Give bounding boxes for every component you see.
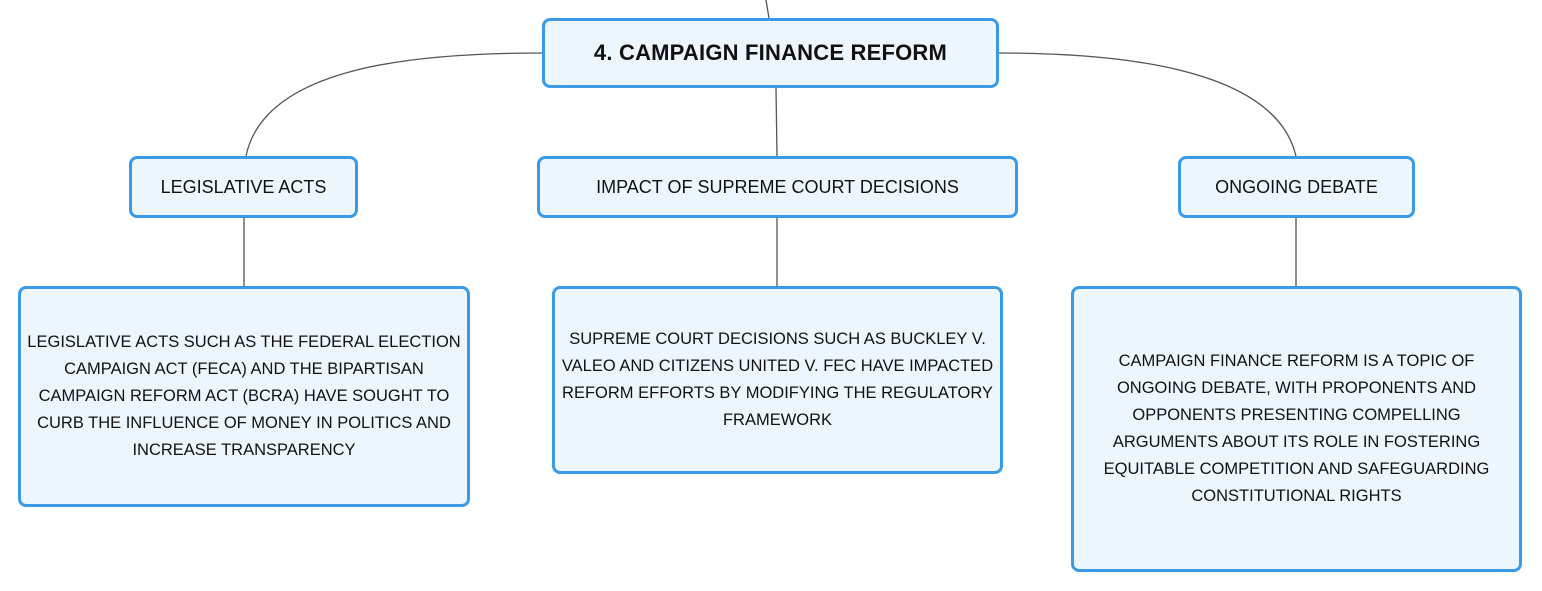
branch-node-supreme-court-decisions[interactable]: IMPACT OF SUPREME COURT DECISIONS — [537, 156, 1018, 218]
connector-parent-to-root — [765, 0, 770, 19]
branch-node-label: IMPACT OF SUPREME COURT DECISIONS — [596, 176, 959, 197]
connector-root-to-legislative-acts — [245, 52, 543, 157]
branch-node-label: ONGOING DEBATE — [1215, 176, 1378, 197]
detail-node-supreme-court-decisions[interactable]: SUPREME COURT DECISIONS SUCH AS BUCKLEY … — [552, 286, 1003, 474]
branch-node-legislative-acts[interactable]: LEGISLATIVE ACTS — [129, 156, 358, 218]
branch-node-label: LEGISLATIVE ACTS — [160, 176, 327, 197]
root-node-campaign-finance-reform[interactable]: 4. CAMPAIGN FINANCE REFORM — [542, 18, 999, 88]
root-node-title: 4. CAMPAIGN FINANCE REFORM — [593, 40, 948, 65]
connector-root-to-supreme-court — [775, 87, 778, 157]
detail-node-text: SUPREME COURT DECISIONS SUCH AS BUCKLEY … — [561, 330, 994, 429]
branch-node-ongoing-debate[interactable]: ONGOING DEBATE — [1178, 156, 1415, 218]
connector-root-to-ongoing-debate — [998, 52, 1297, 157]
detail-node-text: LEGISLATIVE ACTS SUCH AS THE FEDERAL ELE… — [27, 333, 461, 459]
detail-node-text: CAMPAIGN FINANCE REFORM IS A TOPIC OF ON… — [1103, 352, 1490, 505]
detail-node-ongoing-debate[interactable]: CAMPAIGN FINANCE REFORM IS A TOPIC OF ON… — [1071, 286, 1522, 572]
detail-node-legislative-acts[interactable]: LEGISLATIVE ACTS SUCH AS THE FEDERAL ELE… — [18, 286, 470, 507]
